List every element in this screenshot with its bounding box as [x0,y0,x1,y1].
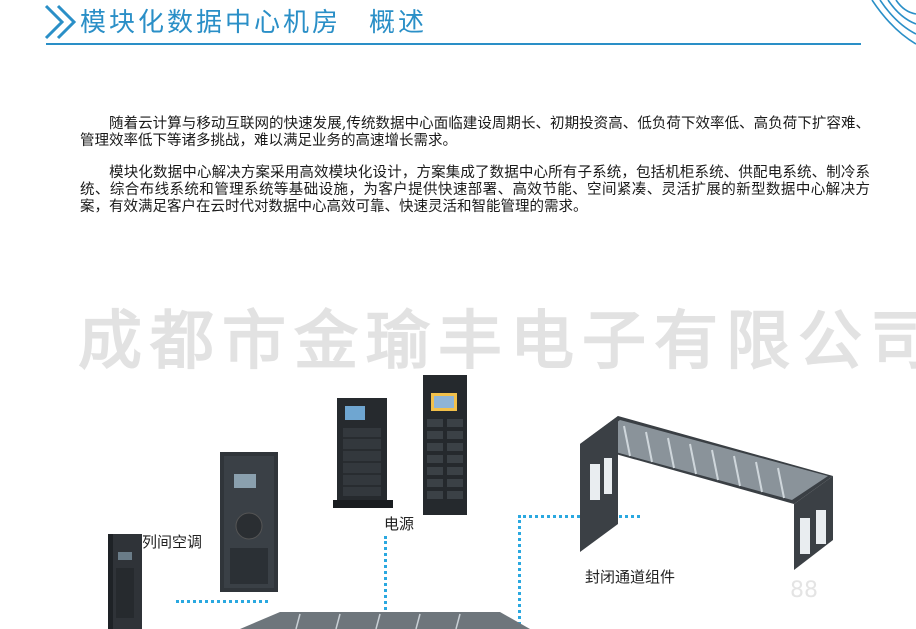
solution-paragraph: 模块化数据中心解决方案采用高效模块化设计，方案集成了数据中心所有子系统，包括机柜… [80,165,870,217]
page-title: 模块化数据中心机房概述 [80,2,427,39]
intro-paragraph: 随着云计算与移动互联网的快速发展,传统数据中心面临建设周期长、初期投资高、低负荷… [80,116,870,150]
connector-line-aisle [518,515,521,625]
title-main: 模块化数据中心机房 [80,8,342,38]
title-sub: 概述 [369,8,428,38]
row-air-conditioner-small-image [108,534,142,629]
row-air-conditioner-image [220,452,278,592]
enclosed-aisle-frame-image [580,416,833,570]
corner-arc-decoration [871,0,916,45]
label-power: 电源 [384,515,415,533]
page-number: 88 [790,578,818,603]
paragraph-text: 模块化数据中心解决方案采用高效模块化设计，方案集成了数据中心所有子系统，包括机柜… [80,165,870,216]
label-row-air-conditioner: 列间空调 [142,533,203,551]
label-enclosed-aisle: 封闭通道组件 [585,568,676,586]
title-underline [46,43,861,45]
company-watermark: 成都市金瑜丰电子有限公司 [78,305,916,379]
aisle-roof-bottom-image [240,612,530,629]
modular-ups-cabinet-image [423,375,467,515]
ups-tower-image [333,398,393,508]
paragraph-text: 随着云计算与移动互联网的快速发展,传统数据中心面临建设周期长、初期投资高、低负荷… [80,116,870,150]
connector-line-aisle-top [518,515,640,518]
chevron-decoration-icon [44,4,77,40]
connector-line-ac [176,600,268,603]
connector-line-power [384,536,387,616]
